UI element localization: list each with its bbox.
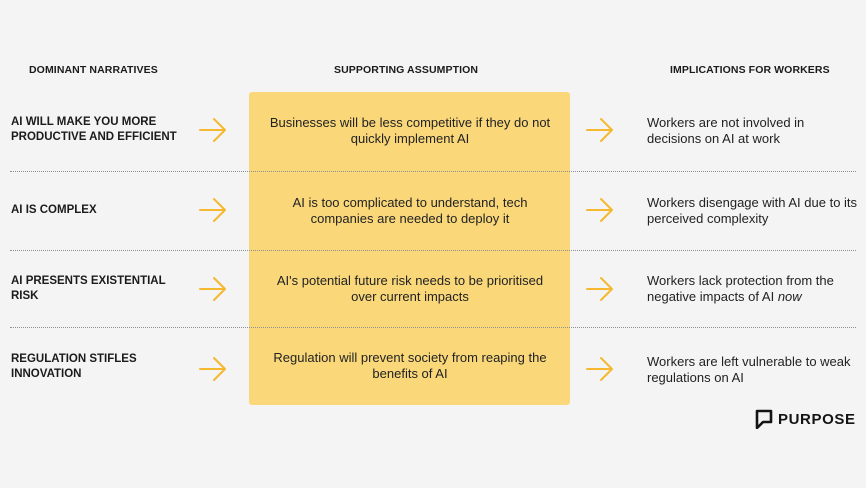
arrow-right-icon bbox=[586, 118, 613, 142]
row-divider bbox=[10, 327, 856, 328]
arrow-right-icon bbox=[199, 357, 226, 381]
header-supporting-assumption: SUPPORTING ASSUMPTION bbox=[334, 64, 479, 76]
brand-name: PURPOSE bbox=[778, 410, 856, 428]
purpose-logo-icon bbox=[755, 409, 773, 429]
assumption-regulation-prevent: Regulation will prevent society from rea… bbox=[273, 350, 547, 381]
narrative-existential-risk: AI PRESENTS EXISTENTIAL RISK bbox=[11, 275, 166, 302]
implication-disengage: Workers disengage with AI due to its per… bbox=[647, 195, 858, 226]
arrow-right-icon bbox=[199, 118, 226, 142]
row-divider bbox=[10, 171, 856, 172]
assumption-panel bbox=[249, 92, 570, 405]
narrative-productive-efficient: AI WILL MAKE YOU MORE PRODUCTIVE AND EFF… bbox=[11, 116, 177, 143]
arrow-right-icon bbox=[199, 277, 226, 301]
row-divider bbox=[10, 250, 856, 251]
implication-not-involved: Workers are not involved in decisions on… bbox=[647, 115, 805, 146]
implication-text: Workers lack protection from the negativ… bbox=[647, 273, 834, 304]
implication-left-vulnerable: Workers are left vulnerable to weak regu… bbox=[647, 354, 851, 385]
arrow-right-icon bbox=[586, 198, 613, 222]
arrow-right-icon bbox=[199, 198, 226, 222]
implication-emphasis: now bbox=[777, 289, 802, 304]
header-dominant-narratives: DOMINANT NARRATIVES bbox=[29, 64, 158, 76]
assumption-competitive: Businesses will be less competitive if t… bbox=[269, 115, 551, 146]
header-implications-for-workers: IMPLICATIONS FOR WORKERS bbox=[670, 64, 830, 76]
purpose-logo: PURPOSE bbox=[755, 409, 856, 429]
arrow-right-icon bbox=[586, 357, 613, 381]
arrow-right-icon bbox=[586, 277, 613, 301]
implication-lack-protection: Workers lack protection from the negativ… bbox=[647, 273, 859, 305]
narrative-ai-complex: AI IS COMPLEX bbox=[11, 204, 97, 216]
assumption-future-risk: AI's potential future risk needs to be p… bbox=[276, 273, 544, 304]
narrative-regulation-stifles: REGULATION STIFLES INNOVATION bbox=[11, 353, 137, 380]
assumption-too-complicated: AI is too complicated to understand, tec… bbox=[292, 195, 528, 226]
